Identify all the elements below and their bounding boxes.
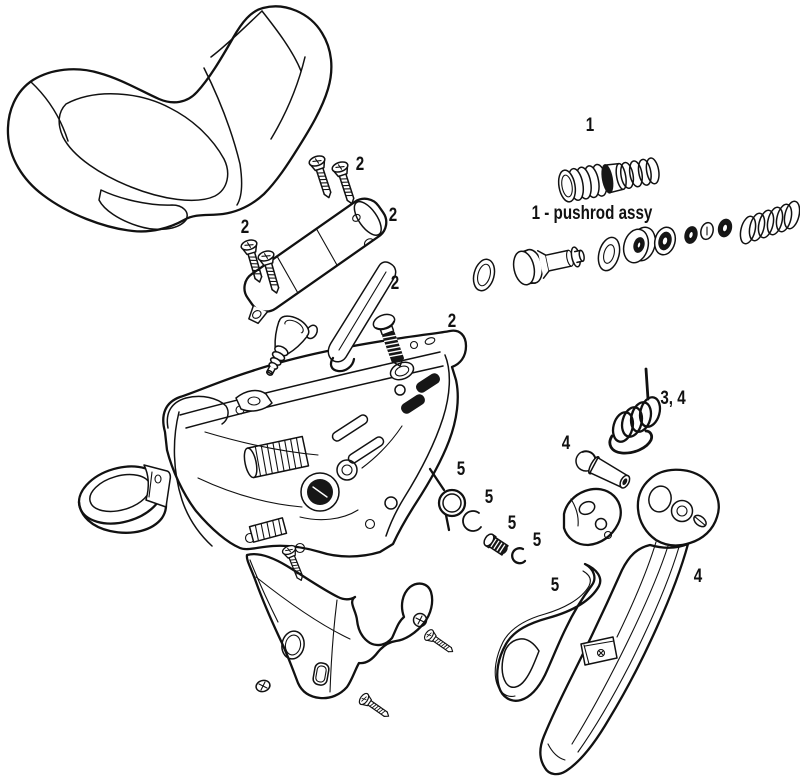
handlebar-clamp-band (77, 464, 172, 534)
part-callout-2d: 2 (390, 273, 400, 294)
hose-fitting (266, 315, 319, 376)
barrel-screw (483, 533, 509, 556)
small-ring-1 (684, 226, 698, 244)
seal-ring (653, 226, 677, 256)
flat-head-screw (356, 691, 393, 722)
part-callout-4b: 4 (693, 566, 703, 587)
part-callout-4a: 4 (561, 433, 571, 454)
washer (597, 236, 621, 272)
retaining-clip (327, 261, 397, 373)
e-clip (462, 510, 482, 532)
part-callout-5d: 5 (532, 530, 542, 551)
return-spring (608, 367, 662, 455)
part-callout-2c: 2 (240, 217, 250, 238)
part-callout-2a: 2 (355, 154, 365, 175)
body-screw (372, 313, 404, 367)
part-callout-5c: 5 (507, 513, 517, 534)
piston-assembly (557, 157, 660, 203)
part-callout-5e: 5 (550, 575, 560, 596)
flat-head-screw (422, 627, 457, 658)
paddle-spring (428, 467, 467, 532)
bottom-cover-plate (245, 553, 434, 700)
small-ring-2 (717, 218, 733, 238)
flat-head-screw (307, 153, 338, 201)
part-callout-5b: 5 (484, 487, 494, 508)
blade-clamp (580, 636, 618, 666)
o-ring (472, 258, 496, 292)
part-callout-2e: 2 (447, 311, 457, 332)
shifter-cover (243, 197, 388, 325)
small-disc (700, 221, 714, 241)
part-callout-2b: 2 (388, 205, 398, 226)
pushrod-assembly (472, 200, 800, 292)
hood-cover (6, 5, 333, 233)
part-callout-5a: 5 (456, 459, 466, 480)
part-callout-1: 1 (585, 115, 595, 136)
lever-body (162, 329, 468, 558)
part-callout-34: 3, 4 (660, 388, 686, 409)
part-callout-pushrod: 1 - pushrod assy (531, 203, 653, 224)
c-clip (511, 547, 527, 565)
return-coil-spring (739, 200, 800, 245)
paddle-pivot-arm (562, 487, 622, 547)
cup-seal (622, 226, 657, 264)
shift-paddle (494, 562, 602, 702)
lever-pivot-pin (575, 450, 631, 489)
pushrod (512, 246, 585, 286)
